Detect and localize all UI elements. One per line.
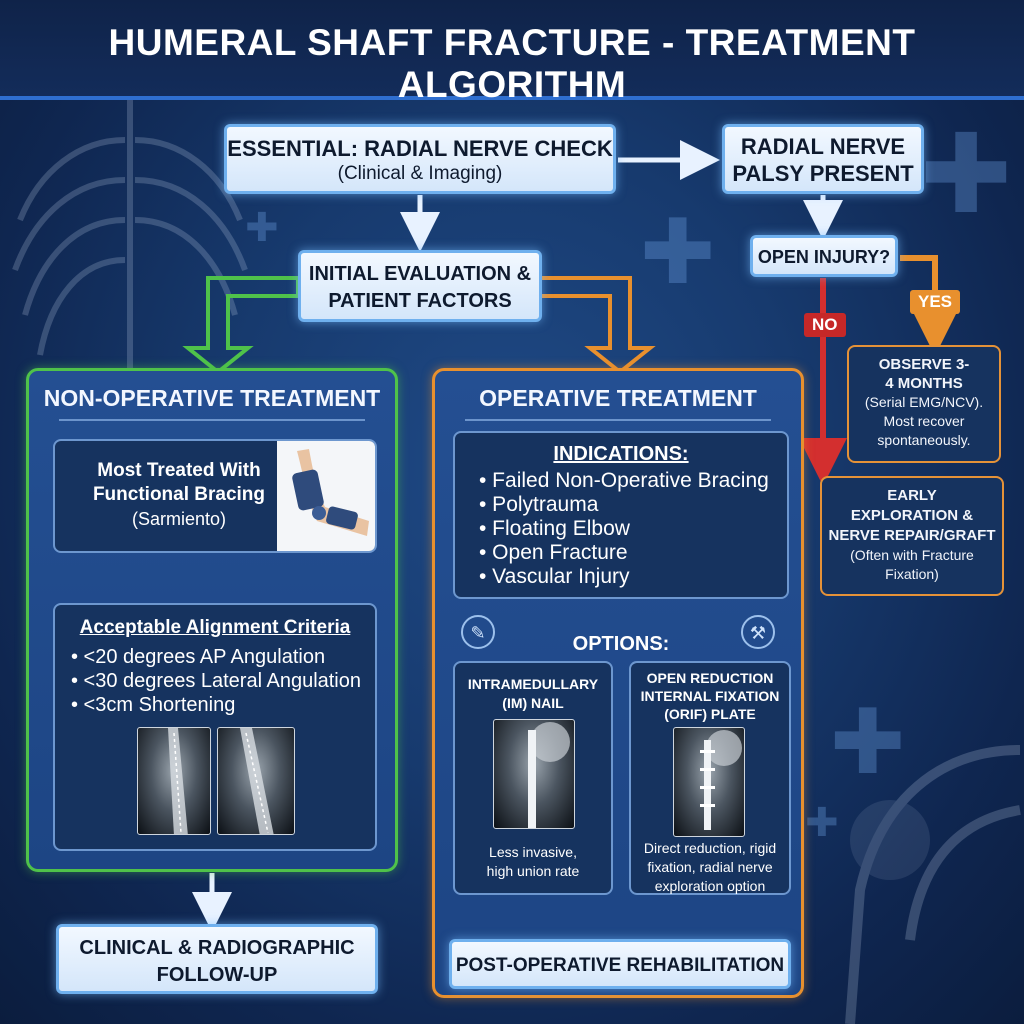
orif-line1: OPEN REDUCTION: [646, 670, 774, 686]
operative-heading: OPERATIVE TREATMENT: [479, 385, 757, 411]
post-op-rehab-box: POST-OPERATIVE REHABILITATION: [449, 939, 791, 989]
early-line4: (Often with Fracture: [850, 547, 974, 563]
radial-nerve-check-subtitle: (Clinical & Imaging): [337, 163, 503, 184]
early-line5: Fixation): [885, 566, 939, 582]
yes-label: YES: [910, 290, 961, 314]
brace-image: [277, 441, 375, 551]
im-line2: (IM) NAIL: [502, 695, 564, 711]
criteria-title: Acceptable Alignment Criteria: [79, 617, 351, 638]
chest-xray-background: [12, 100, 248, 380]
instruments-icon: ⚒: [741, 615, 775, 649]
im-line1: INTRAMEDULLARY: [467, 676, 599, 692]
observe-title-line2: 4 MONTHS: [885, 375, 963, 392]
followup-line2: FOLLOW-UP: [156, 964, 278, 986]
xray-orif-plate: [673, 727, 745, 837]
decorative-cross-icon: ✚: [920, 113, 1013, 236]
indication-item: • Failed Non-Operative Bracing: [479, 469, 769, 492]
rehab-label: POST-OPERATIVE REHABILITATION: [455, 955, 785, 976]
page-title: HUMERAL SHAFT FRACTURE - TREATMENT ALGOR…: [108, 22, 916, 105]
indication-item: • Polytrauma: [479, 493, 599, 516]
initial-line2: PATIENT FACTORS: [328, 290, 512, 312]
indication-item: • Vascular Injury: [479, 565, 630, 588]
followup-box: CLINICAL & RADIOGRAPHIC FOLLOW-UP: [56, 924, 378, 994]
orif-plate-box: OPEN REDUCTION INTERNAL FIXATION (ORIF) …: [629, 661, 791, 895]
bracing-line3: (Sarmiento): [131, 509, 227, 529]
arrow-to-nonop: [182, 276, 300, 375]
criteria-item: • <20 degrees AP Angulation: [71, 646, 326, 668]
early-line3: NERVE REPAIR/GRAFT: [828, 527, 996, 544]
observe-box: OBSERVE 3- 4 MONTHS (Serial EMG/NCV). Mo…: [847, 345, 1001, 463]
observe-line2: Most recover: [883, 413, 965, 429]
indication-item: • Floating Elbow: [479, 517, 630, 540]
criteria-list: • <20 degrees AP Angulation • <30 degree…: [71, 645, 371, 717]
xray-image-lateral: [217, 727, 295, 835]
xray-image-ap: [137, 727, 211, 835]
radial-nerve-check-title: ESSENTIAL: RADIAL NERVE CHECK: [227, 136, 613, 161]
open-injury-box: OPEN INJURY?: [750, 235, 898, 277]
decorative-cross-icon: ✚: [805, 801, 839, 845]
non-operative-heading: NON-OPERATIVE TREATMENT: [43, 385, 381, 411]
orif-desc1: Direct reduction, rigid: [643, 840, 777, 856]
arm-brace-icon: [292, 449, 369, 536]
decorative-cross-icon: ✚: [830, 693, 906, 793]
indication-item: • Open Fracture: [479, 541, 628, 564]
xray-im-nail: [493, 719, 575, 829]
divider: [465, 419, 771, 421]
initial-evaluation-box: INITIAL EVALUATION & PATIENT FACTORS: [298, 250, 542, 322]
shoulder-xray-background: [845, 745, 1021, 1024]
criteria-item: • <30 degrees Lateral Angulation: [71, 670, 361, 692]
divider: [59, 419, 365, 421]
followup-line1: CLINICAL & RADIOGRAPHIC: [79, 937, 355, 959]
im-nail-box: INTRAMEDULLARY (IM) NAIL Less invasive, …: [453, 661, 613, 895]
title-bar: [0, 0, 1024, 100]
decorative-cross-icon: ✚: [640, 203, 716, 303]
alignment-criteria-box: Acceptable Alignment Criteria • <20 degr…: [53, 603, 377, 851]
early-line2: EXPLORATION &: [850, 507, 974, 524]
early-exploration-box: EARLY EXPLORATION & NERVE REPAIR/GRAFT (…: [820, 476, 1004, 596]
syringe-icon: ✎: [461, 615, 495, 649]
palsy-line2: PALSY PRESENT: [732, 161, 914, 186]
functional-bracing-box: Most Treated With Functional Bracing (Sa…: [53, 439, 377, 553]
observe-line3: spontaneously.: [877, 432, 971, 448]
orif-desc3: exploration option: [654, 878, 766, 894]
options-label: OPTIONS:: [572, 633, 670, 655]
non-operative-panel: NON-OPERATIVE TREATMENT Most Treated Wit…: [26, 368, 398, 872]
early-line1: EARLY: [887, 487, 937, 504]
observe-title-line1: OBSERVE 3-: [878, 356, 970, 373]
orif-line2: INTERNAL FIXATION: [640, 688, 780, 704]
bracing-line2: Functional Bracing: [92, 484, 266, 505]
observe-line1: (Serial EMG/NCV).: [864, 394, 984, 410]
bracing-line1: Most Treated With: [97, 460, 261, 481]
orif-desc2: fixation, radial nerve: [647, 859, 773, 875]
arrow-to-op: [538, 276, 656, 375]
radial-nerve-check-box: ESSENTIAL: RADIAL NERVE CHECK (Clinical …: [224, 124, 616, 194]
indications-list: • Failed Non-Operative Bracing • Polytra…: [479, 469, 779, 589]
criteria-item: • <3cm Shortening: [71, 694, 236, 716]
palsy-line1: RADIAL NERVE: [740, 134, 906, 159]
initial-line1: INITIAL EVALUATION &: [308, 263, 532, 285]
open-injury-question: OPEN INJURY?: [757, 247, 891, 267]
no-label: NO: [804, 313, 846, 337]
orif-line3: (ORIF) PLATE: [664, 706, 756, 722]
indications-title: INDICATIONS:: [553, 443, 689, 465]
im-desc1: Less invasive,: [489, 844, 577, 860]
im-desc2: high union rate: [486, 863, 580, 879]
indications-box: INDICATIONS: • Failed Non-Operative Brac…: [453, 431, 789, 599]
decorative-cross-icon: ✚: [245, 206, 279, 250]
operative-panel: OPERATIVE TREATMENT INDICATIONS: • Faile…: [432, 368, 804, 998]
radial-nerve-palsy-box: RADIAL NERVE PALSY PRESENT: [722, 124, 924, 194]
